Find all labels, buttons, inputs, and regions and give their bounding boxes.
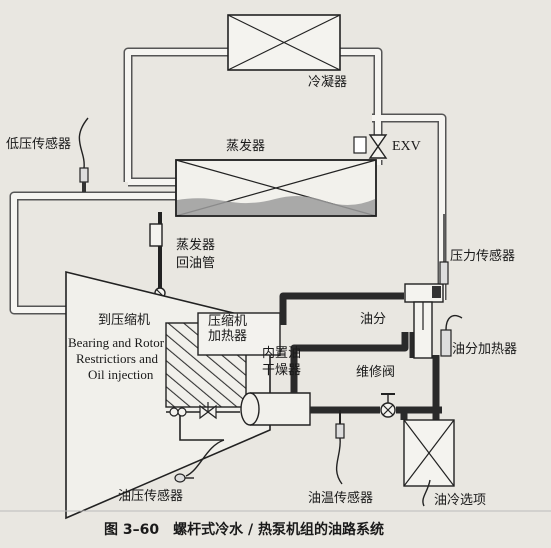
oil-piping [279, 292, 442, 430]
label-bearing-line2: Restrictiors and [76, 351, 158, 366]
label-bearing-line1: Bearing and Rotor [68, 335, 165, 350]
label-oil-pressure-sensor: 油压传感器 [118, 489, 184, 504]
label-oil-temp-sensor: 油温传感器 [308, 491, 374, 506]
evaporator-unit [175, 159, 377, 217]
label-oil-cooling-option: 油冷选项 [434, 493, 487, 508]
label-exv: EXV [392, 139, 421, 154]
oil-temp-sensor [335, 410, 345, 485]
oil-cooler-option [403, 419, 455, 507]
screw-compressor [65, 270, 281, 520]
label-condenser: 冷凝器 [308, 75, 348, 90]
label-internal-oil-dryer: 内置油 干燥器 [262, 346, 302, 378]
oil-pressure-sensor [169, 402, 225, 483]
low-pressure-sensor [78, 117, 89, 192]
condenser-unit [227, 14, 341, 71]
label-evaporator: 蒸发器 [226, 139, 266, 154]
label-evap-oil-return: 蒸发器 回油管 [176, 238, 216, 272]
service-valve [380, 393, 396, 418]
pressure-sensor [439, 214, 449, 285]
label-to-compressor: 到压缩机 [98, 313, 151, 328]
internal-oil-dryer [240, 392, 311, 426]
label-bearing-line3: Oil injection [88, 367, 154, 382]
label-oil-sep-heater: 油分加热器 [452, 342, 518, 357]
exv-valve [353, 134, 388, 159]
evaporator-oil-return [149, 212, 166, 299]
oil-separator-heater [440, 314, 463, 357]
label-pressure-sensor: 压力传感器 [450, 249, 516, 264]
label-oil-separator: 油分 [360, 312, 387, 327]
label-low-pressure-sensor: 低压传感器 [6, 137, 72, 152]
oil-separator-vessel [404, 283, 444, 359]
label-compressor-heater: 压缩机 加热器 [208, 314, 248, 344]
figure-caption: 图 3–60 螺杆式冷水 / 热泵机组的油路系统 [104, 522, 384, 538]
label-service-valve: 维修阀 [356, 365, 396, 380]
